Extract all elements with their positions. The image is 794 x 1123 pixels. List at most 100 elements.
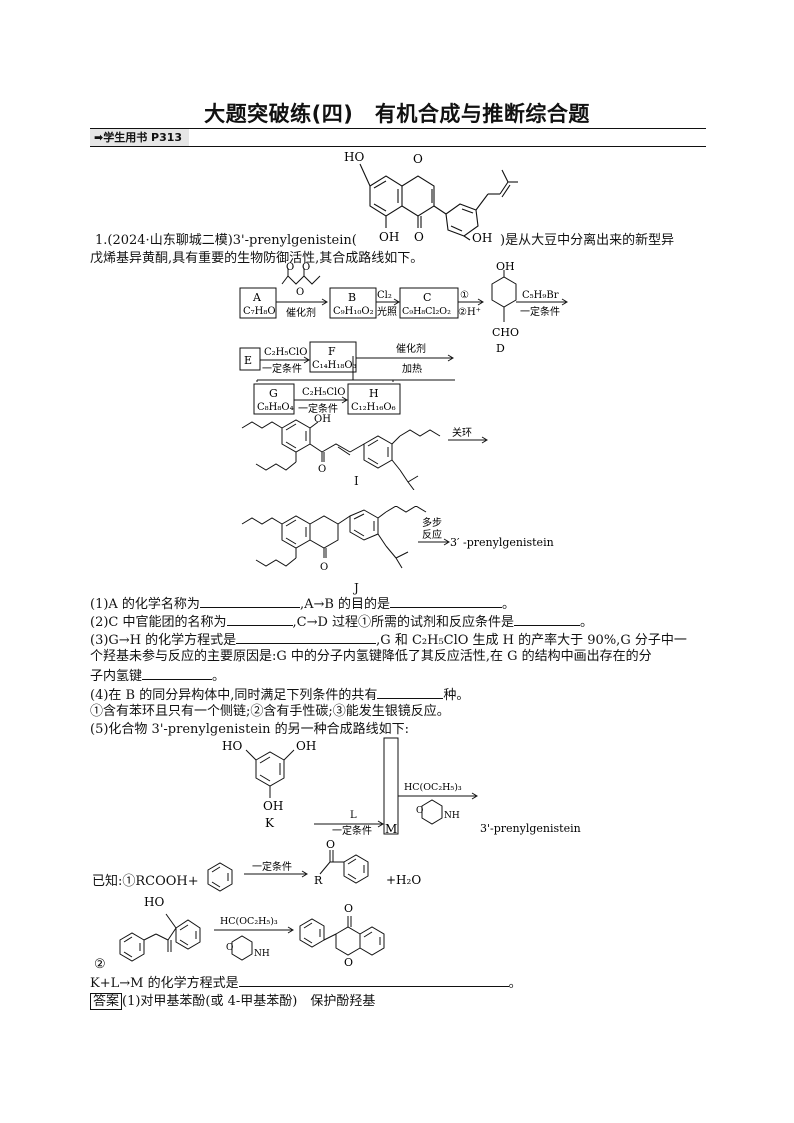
structure-carbonyl-O-label: O [414, 230, 424, 244]
compound-F: F [328, 345, 336, 358]
route2-product: 3'-prenylgenistein [480, 822, 581, 835]
morpholine-O: O [416, 806, 423, 816]
q2-blank-2[interactable] [514, 612, 581, 626]
K-HO-label: HO [222, 739, 242, 753]
compound-J-label: J [354, 581, 359, 595]
condition-F-next: 加热 [402, 362, 422, 375]
q4-text: (4)在 B 的同分异构体中,同时满足下列条件的共有 [90, 688, 378, 703]
reagent-F-next: 催化剂 [396, 342, 426, 355]
compound-B-formula: C₉H₁₀O₂ [333, 306, 374, 317]
condition-E-F: 一定条件 [262, 362, 302, 375]
anhydride-O1: O [286, 262, 294, 273]
known2-ring-O: O [344, 956, 353, 969]
K-OH2-label: OH [263, 799, 283, 813]
reagent-C-D-1: ① [460, 290, 469, 301]
section-tag: ➡学生用书 P313 [90, 129, 189, 146]
compound-A: A [252, 291, 262, 304]
q1-blank-1[interactable] [199, 594, 300, 608]
q4-blank[interactable] [377, 685, 444, 699]
K-OH1-label: OH [296, 739, 316, 753]
q2-blank-1[interactable] [226, 612, 293, 626]
q2-text: (2)C 中官能团的名称为 [90, 615, 227, 630]
known2-HO-label: HO [144, 895, 164, 909]
route2-scheme: HO OH OH K L 一定条件 M HC(OC₂H₅)₃ O NH 3'-p… [222, 737, 581, 837]
q1-blank-2[interactable] [390, 594, 503, 608]
q5-eq-end: 。 [508, 976, 522, 991]
condition-L: 一定条件 [332, 824, 372, 837]
compound-E: E [244, 354, 252, 367]
synthesis-scheme-row2: E C₂H₅ClO 一定条件 F C₁₄H₁₈O₃ 催化剂 加热 [239, 341, 454, 375]
q5-equation-line: K+L→M 的化学方程式是 。 [90, 973, 522, 993]
reagent-G-H: C₂H₅ClO [302, 387, 345, 398]
q3-line3: 子内氢键 [90, 669, 143, 684]
condition-D-next: 一定条件 [520, 305, 560, 318]
compound-I-label: I [354, 474, 359, 488]
structure-ring-O-label: O [413, 152, 423, 166]
known2-morpholine-NH: NH [254, 949, 270, 959]
target-OH-label-box: OH [472, 231, 492, 245]
product-J: 3′ -prenylgenistein [450, 536, 554, 549]
structure-OH-label: OH [379, 230, 399, 244]
compound-J-structure: O 多步 反应 3′ -prenylgenistein [241, 506, 554, 573]
compound-C: C [423, 291, 431, 304]
question-4-line: (4)在 B 的同分异构体中,同时满足下列条件的共有种。 [90, 685, 469, 705]
target-molecule-structure: HO O OH O [344, 150, 518, 244]
q5-text: (5)化合物 3'-prenylgenistein 的另一种合成路线如下: [90, 722, 410, 737]
known2-carbonyl-O: O [344, 902, 353, 915]
reagent-C-D-2: ②H⁺ [458, 307, 481, 318]
section-bar: ➡学生用书 P313 [90, 128, 706, 147]
q2-mid: ,C→D 过程①所需的试剂和反应条件是 [292, 615, 515, 630]
q5-eq-blank[interactable] [238, 973, 509, 987]
q3-line2: 个羟基未参与反应的主要原因是:G 中的分子内氢键降低了其反应活性,在 G 的结构… [90, 649, 652, 664]
D-OH-label: OH [496, 262, 515, 273]
question-2-line: (2)C 中官能团的名称为,C→D 过程①所需的试剂和反应条件是。 [90, 612, 593, 632]
q1-end: 。 [502, 597, 516, 612]
compound-H-formula: C₁₂H₁₆O₆ [351, 402, 396, 413]
connector-lines [256, 356, 455, 382]
D-CHO-label: CHO [492, 326, 519, 339]
compound-D: D [496, 342, 505, 355]
q1-mid: ,A→B 的目的是 [299, 597, 391, 612]
reagent-E-F: C₂H₅ClO [264, 347, 307, 358]
anhydride-O2: O [302, 262, 310, 273]
J-O-label: O [320, 562, 328, 573]
route2-reagent: HC(OC₂H₅)₃ [404, 782, 462, 793]
structure-HO-label: HO [344, 150, 364, 164]
compound-F-formula: C₁₄H₁₈O₃ [312, 360, 357, 371]
reagent-B-C: Cl₂ [377, 290, 392, 301]
question-1-line: (1)A 的化学名称为 ,A→B 的目的是 。 [90, 594, 515, 614]
compound-B: B [348, 291, 356, 304]
compound-G-formula: C₈H₈O₄ [257, 402, 294, 413]
compound-H: H [369, 387, 379, 400]
q3-mid: ,G 和 C₂H₅ClO 生成 H 的产率大于 90%,G 分子中一 [376, 633, 687, 648]
reagent-I: 关环 [452, 426, 472, 439]
q3-blank-1[interactable] [236, 630, 377, 644]
known2-reagent: HC(OC₂H₅)₃ [220, 916, 278, 927]
I-OH-label: OH [314, 414, 331, 425]
compound-M: M [385, 822, 397, 836]
q1-intro-b: )是从大豆中分离出来的新型异 [500, 233, 675, 248]
answer-tag: 答案 [90, 993, 123, 1010]
reagent-A-B: 催化剂 [286, 306, 316, 319]
q1-intro-c: 戊烯基异黄酮,具有重要的生物防御活性,其合成路线如下。 [90, 251, 424, 266]
reagent-L: L [350, 810, 357, 821]
condition-G-H: 一定条件 [298, 402, 338, 415]
question-3-line: (3)G→H 的化学方程式是,G 和 C₂H₅ClO 生成 H 的产率大于 90… [90, 630, 687, 650]
reagent-J-2: 反应 [422, 528, 442, 541]
morpholine-NH: NH [444, 811, 460, 821]
q1-text: (1)A 的化学名称为 [90, 597, 200, 612]
reagent-D-next: C₅H₉Br [522, 290, 559, 301]
known-condition-1: 一定条件 [252, 860, 292, 873]
q5-eq-text: K+L→M 的化学方程式是 [90, 976, 239, 991]
q3-blank-2[interactable] [142, 666, 213, 680]
compound-C-formula: C₉H₈Cl₂O₂ [402, 306, 451, 317]
known-O-label: O [326, 838, 335, 851]
answer-line: 答案(1)对甲基苯酚(或 4-甲基苯酚) 保护酚羟基 [90, 993, 375, 1011]
q1-intro-a: 1.(2024·山东聊城二模)3'-prenylgenistein( [95, 233, 357, 248]
known-water: +H₂O [386, 873, 421, 887]
structure-OH2-label: OH [472, 231, 492, 245]
condition-B-C: 光照 [377, 305, 397, 318]
compound-K: K [265, 816, 275, 830]
known-reaction-2: HO HC(OC₂H₅)₃ O NH O O ② [94, 895, 385, 972]
q4-conditions: ①含有苯环且只有一个侧链;②含有手性碳;③能发生银镜反应。 [90, 704, 450, 719]
